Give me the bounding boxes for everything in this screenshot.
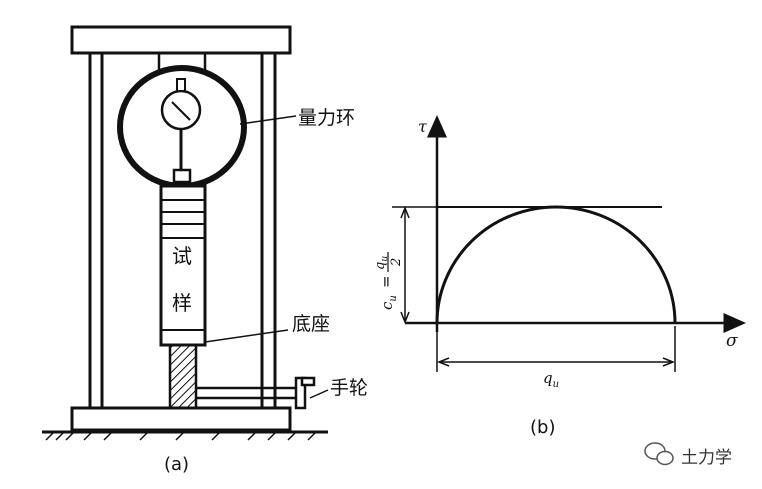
dial-needle xyxy=(171,101,191,121)
label-specimen-2: 样 xyxy=(172,291,192,315)
label-handwheel: 手轮 xyxy=(330,377,368,399)
dial-stem xyxy=(176,78,186,92)
caption-a: (a) xyxy=(164,454,189,475)
handwheel-shaft xyxy=(196,386,300,400)
mohr-circle xyxy=(435,205,677,324)
qu-label: qu xyxy=(543,369,559,390)
leader-proving-ring xyxy=(239,115,297,125)
ground-hatch xyxy=(45,431,317,441)
base-plate xyxy=(70,406,292,432)
caption-b: (b) xyxy=(530,417,555,438)
screw-rod xyxy=(168,343,198,410)
svg-text:=: = xyxy=(377,275,395,288)
watermark: 土力学 xyxy=(644,442,732,468)
frame-columns xyxy=(88,53,277,408)
sigma-label: σ xyxy=(726,331,738,351)
svg-text:qu: qu xyxy=(373,256,390,270)
tau-label: τ xyxy=(418,117,428,136)
top-beam xyxy=(70,25,292,55)
mohr-diagram xyxy=(392,115,746,372)
label-specimen-1: 试 xyxy=(172,244,192,268)
watermark-text: 土力学 xyxy=(681,448,732,468)
handwheel xyxy=(294,376,316,410)
wechat-icon xyxy=(644,442,674,466)
leader-base xyxy=(204,329,289,343)
apparatus-diagram xyxy=(42,25,329,441)
cu-formula: cu = qu 2 xyxy=(373,252,404,310)
label-proving-ring: 量力环 xyxy=(298,107,355,129)
svg-text:2: 2 xyxy=(389,258,404,267)
loading-cap xyxy=(172,168,192,184)
svg-text:cu: cu xyxy=(378,295,399,310)
leader-handwheel xyxy=(309,389,329,399)
upper-piston xyxy=(157,53,207,70)
label-base: 底座 xyxy=(292,313,330,335)
